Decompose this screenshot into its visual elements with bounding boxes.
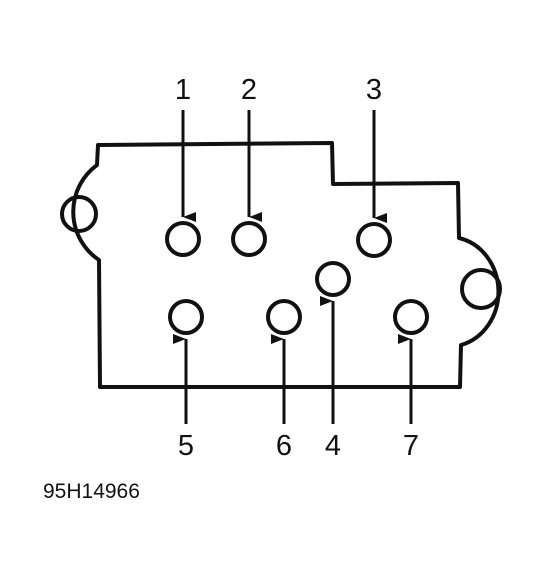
reference-code: 95H14966 bbox=[43, 480, 140, 503]
pin-4-label: 4 bbox=[325, 430, 341, 462]
pin-3-label: 3 bbox=[366, 74, 382, 106]
pin-7-label: 7 bbox=[403, 430, 419, 462]
pin-2-label: 2 bbox=[241, 74, 257, 106]
pin-2-terminal bbox=[231, 221, 267, 257]
pin-4-terminal bbox=[315, 261, 351, 297]
mounting-hole-left bbox=[60, 195, 98, 233]
pin-5-label: 5 bbox=[178, 430, 194, 462]
pin-1-terminal bbox=[165, 221, 201, 257]
pin-1-label: 1 bbox=[175, 74, 191, 106]
pin-3-terminal bbox=[356, 222, 392, 258]
pin-6-label: 6 bbox=[276, 430, 292, 462]
mounting-hole-right bbox=[460, 268, 502, 310]
pin-6-terminal bbox=[266, 299, 302, 335]
connector-housing-outline bbox=[71, 141, 501, 389]
pin-7-terminal bbox=[393, 299, 429, 335]
pin-5-terminal bbox=[168, 299, 204, 335]
